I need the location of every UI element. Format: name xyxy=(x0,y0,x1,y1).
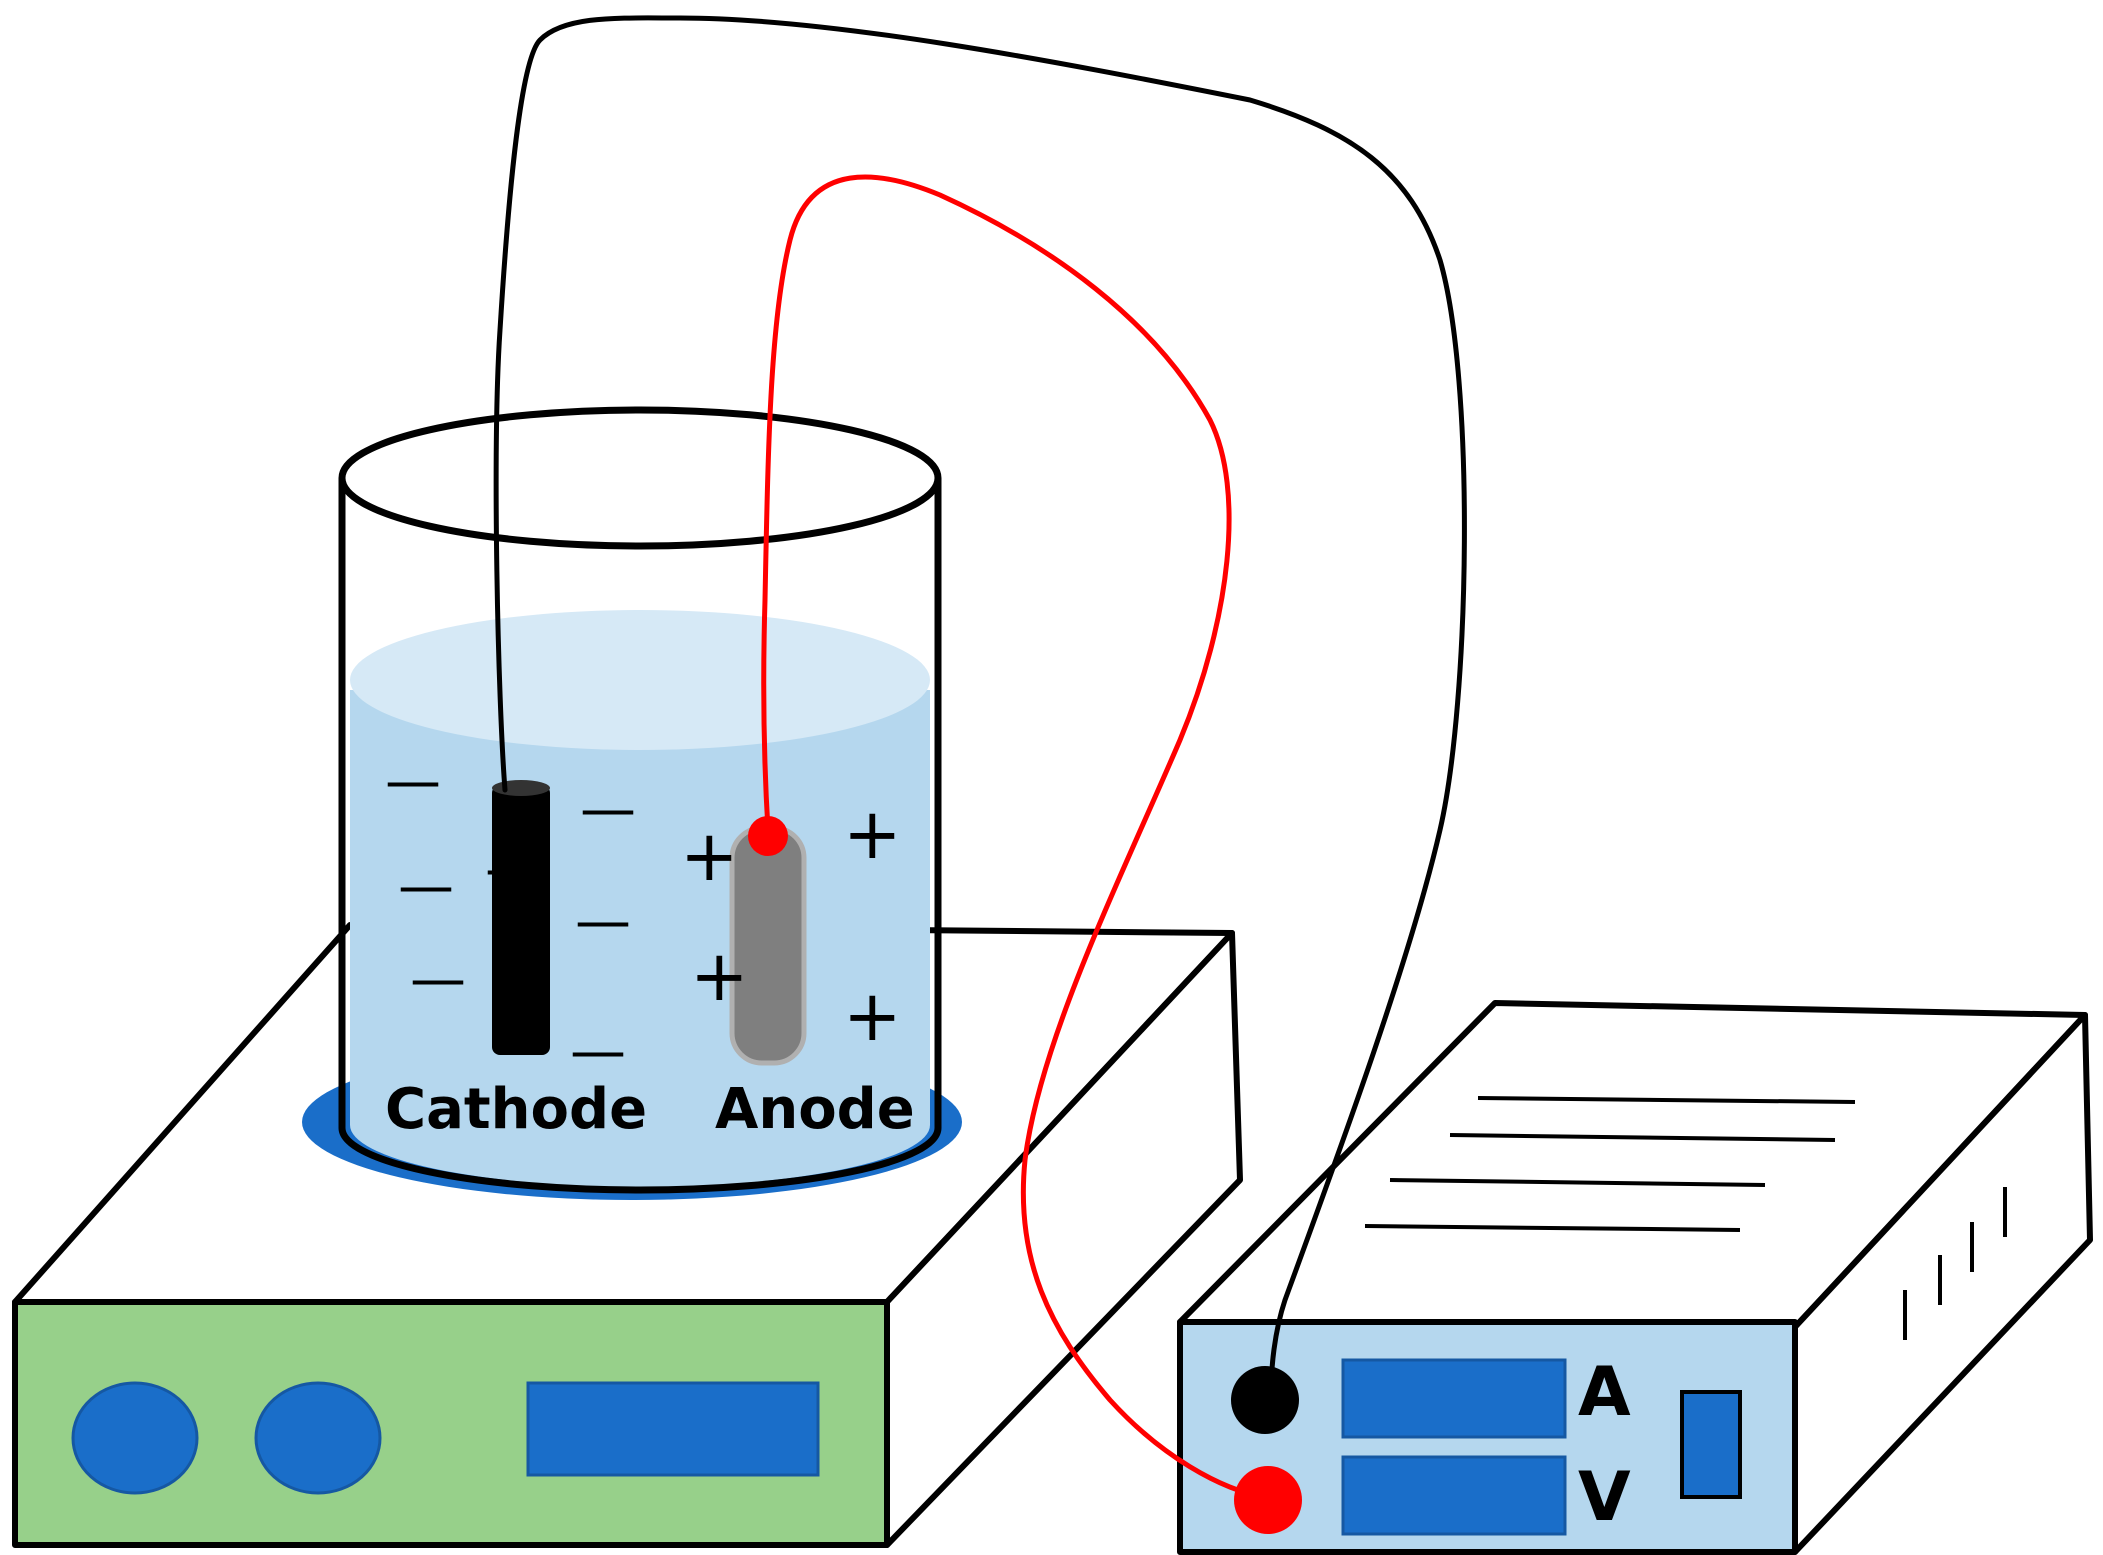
anode-positive-signs: + + + + xyxy=(680,793,902,1057)
ammeter-display xyxy=(1341,1358,1567,1439)
positive-charge-sign: + xyxy=(843,793,902,875)
negative-charge-sign: — xyxy=(410,947,466,1012)
positive-terminal[interactable] xyxy=(1234,1466,1302,1534)
positive-charge-sign: + xyxy=(843,975,902,1057)
stir-display xyxy=(526,1381,820,1477)
positive-charge-sign: + xyxy=(680,815,739,897)
negative-charge-sign: — xyxy=(570,1019,626,1084)
ammeter-label: A xyxy=(1578,1353,1631,1432)
negative-charge-sign: — xyxy=(398,854,454,919)
negative-charge-sign: — xyxy=(575,889,631,954)
beaker-rim xyxy=(338,406,942,550)
anode-clip-dot xyxy=(748,816,788,856)
cathode-negative-signs: — — — — — — — xyxy=(385,749,636,1084)
stir-knob-right xyxy=(254,1381,382,1495)
voltmeter-label: V xyxy=(1578,1458,1631,1537)
negative-terminal[interactable] xyxy=(1231,1366,1299,1434)
stir-knob-left xyxy=(71,1381,199,1495)
solution-surface xyxy=(350,610,930,750)
side-vent-slots xyxy=(1903,1187,2007,1340)
positive-charge-sign: + xyxy=(690,935,749,1017)
vent-lines xyxy=(1364,1096,1856,1232)
cathode-electrode xyxy=(492,785,550,1055)
negative-charge-sign: — xyxy=(485,837,541,902)
power-supply xyxy=(1177,1000,2093,1555)
cathode-top xyxy=(492,780,550,796)
cathode-label: Cathode xyxy=(385,1077,647,1142)
beaker-walls xyxy=(338,478,942,1194)
negative-charge-sign: — xyxy=(385,749,441,814)
power-switch[interactable] xyxy=(1680,1390,1742,1499)
negative-charge-sign: — xyxy=(580,777,636,842)
anode-label: Anode xyxy=(715,1077,915,1142)
voltmeter-display xyxy=(1341,1455,1567,1536)
positive-wire xyxy=(761,174,1271,1501)
negative-wire xyxy=(493,15,1467,1398)
